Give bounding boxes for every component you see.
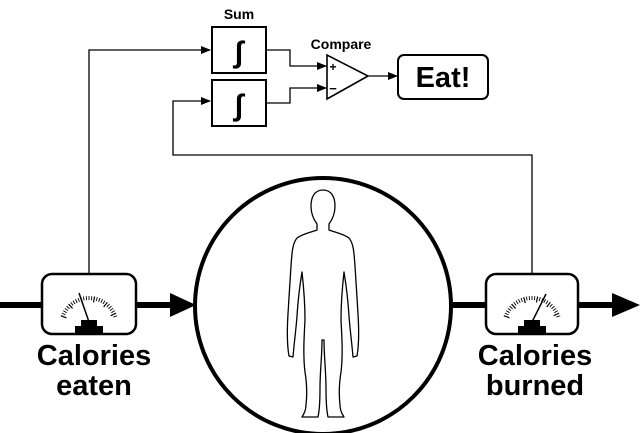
- integrator-top: ∫: [211, 26, 267, 74]
- gauge-tick: [511, 303, 517, 309]
- gauge-tick: [518, 299, 521, 304]
- gauge-tick: [553, 312, 560, 317]
- gauge-tick: [77, 297, 80, 302]
- gauge-tick: [515, 300, 519, 305]
- gauge-tick: [110, 312, 117, 317]
- main-flow: [0, 293, 640, 317]
- gauge-tick: [505, 310, 510, 314]
- comparator-plus: +: [329, 60, 336, 74]
- gauge-tick: [108, 305, 112, 310]
- gauge-tick: [525, 296, 528, 301]
- gauge-tick: [68, 303, 74, 309]
- gauge-tick: [538, 297, 541, 302]
- gauge-tick: [102, 300, 106, 305]
- comparator: + −: [326, 53, 370, 101]
- gauge-tick: [100, 299, 103, 304]
- integrator-bottom: ∫: [211, 79, 267, 127]
- gauge-tick: [507, 307, 512, 312]
- gauge-tick: [70, 301, 74, 306]
- gauge-tick: [109, 307, 114, 312]
- gauge-tick: [64, 307, 69, 312]
- output-arrowhead: [612, 293, 640, 317]
- gauge-tick: [113, 315, 118, 318]
- gauge-tick: [513, 301, 517, 306]
- gauge-tick: [60, 315, 67, 319]
- gauge-tick: [549, 303, 553, 308]
- eaten-meter-needle: [78, 292, 90, 323]
- gauge-tick: [72, 300, 76, 305]
- gauge-tick: [82, 296, 85, 301]
- comparator-minus: −: [329, 81, 337, 96]
- burned-meter-needle: [531, 293, 547, 323]
- gauge-tick: [554, 310, 559, 314]
- calories-burned-label-line2: burned: [486, 370, 584, 402]
- human-silhouette-icon: [286, 189, 360, 418]
- feedback-wires: [88, 46, 533, 274]
- op-amp-triangle-icon: [326, 53, 370, 101]
- eat-box: [397, 54, 489, 100]
- calories-burned-meter: [484, 272, 580, 336]
- gauge-tick: [543, 299, 546, 304]
- eaten-signal-wire: [88, 46, 211, 274]
- integral-block-icon: [211, 79, 267, 127]
- gauge-tick: [62, 310, 67, 314]
- gauge-tick: [103, 301, 108, 308]
- gauge-tick: [545, 300, 549, 305]
- gauge-tick: [523, 297, 526, 304]
- gauge-tick: [503, 315, 510, 319]
- gauge-tick: [66, 305, 70, 310]
- sum-bottom-to-compare-wire: [266, 84, 327, 104]
- gauge-tick: [546, 301, 551, 308]
- sum-label: Sum: [224, 6, 254, 22]
- calories-burned-label-line1: Calories: [478, 340, 592, 372]
- gauge-tick: [551, 305, 555, 310]
- eaten-to-body-arrowhead: [170, 293, 196, 317]
- gauge-tick: [556, 315, 561, 318]
- gauge-tick: [509, 305, 513, 310]
- gauge-tick: [520, 297, 523, 302]
- analog-gauge-icon: [503, 296, 561, 319]
- gauge-tick: [106, 303, 110, 308]
- gauge-tick: [98, 297, 101, 302]
- gauge-tick: [75, 299, 78, 304]
- calories-eaten-meter: [40, 272, 138, 336]
- gauge-tick: [504, 312, 509, 316]
- body-node: [193, 176, 453, 433]
- calories-eaten-label-line1: Calories: [37, 340, 151, 372]
- sum-top-to-compare-wire: [266, 49, 327, 70]
- gauge-tick: [92, 296, 96, 303]
- gauge-tick: [552, 307, 557, 312]
- gauge-tick: [111, 310, 116, 314]
- eaten-meter-pivot: [81, 320, 97, 328]
- burned-meter-base: [518, 326, 546, 334]
- eat-output: Eat!: [397, 54, 489, 100]
- burned-signal-wire: [172, 97, 533, 274]
- integral-block-icon: [211, 26, 267, 74]
- gauge-tick: [535, 296, 539, 303]
- gauge-tick: [61, 312, 66, 316]
- integral-symbol-top: ∫: [233, 36, 246, 69]
- compare-label: Compare: [311, 36, 372, 52]
- integral-symbol-bottom: ∫: [233, 89, 246, 122]
- eat-label: Eat!: [416, 62, 471, 94]
- gauge-tick: [95, 297, 98, 302]
- eaten-meter-base: [75, 326, 103, 334]
- burned-meter-pivot: [524, 320, 540, 328]
- calories-eaten-label-line2: eaten: [56, 370, 132, 402]
